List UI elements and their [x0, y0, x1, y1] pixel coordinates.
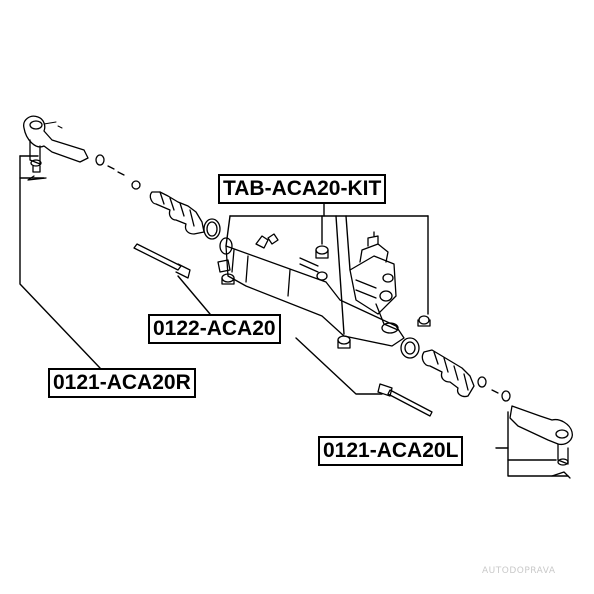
- leader-lines: [19, 155, 569, 477]
- kit-part-label: TAB-ACA20-KIT: [218, 174, 387, 204]
- inner-tie-rod-lower-drawing: [377, 383, 433, 417]
- tie-rod-end-right-drawing: [23, 115, 125, 181]
- rack-boot-lower-drawing: [400, 337, 499, 398]
- watermark-logo: AUTODOPRAVA: [482, 566, 556, 576]
- rack-boot-upper-drawing: [131, 180, 221, 240]
- tie-rod-end-left-part-label: 0121-ACA20L: [318, 436, 464, 466]
- inner-rod-part-label: 0122-ACA20: [148, 314, 281, 344]
- inner-tie-rod-upper-drawing: [133, 243, 191, 279]
- tie-rod-end-right-part-label: 0121-ACA20R: [48, 368, 196, 398]
- tie-rod-end-left-drawing: [501, 390, 573, 479]
- rack-housing-drawing: [217, 231, 431, 349]
